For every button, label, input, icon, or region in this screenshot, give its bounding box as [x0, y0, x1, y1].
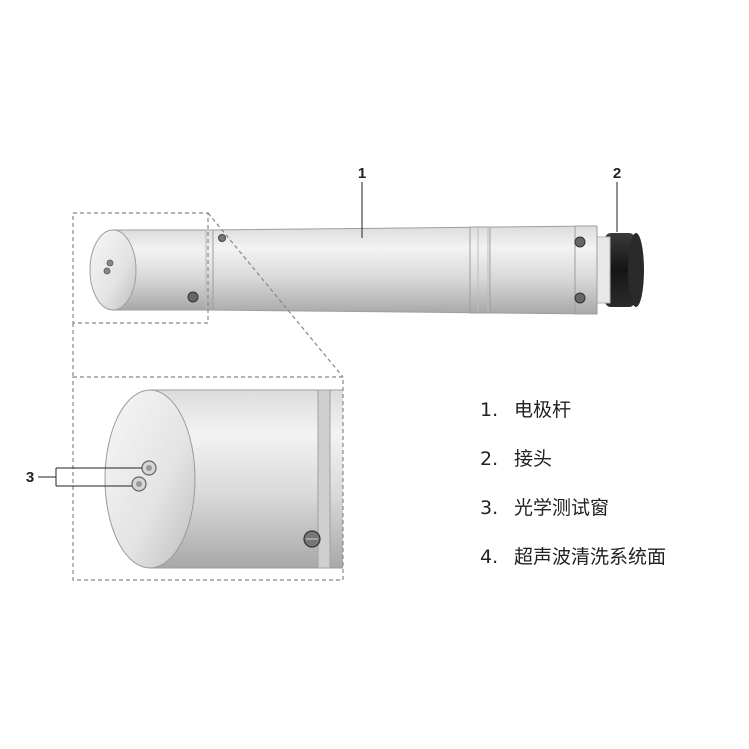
callout-3-label: 3	[26, 469, 34, 486]
legend-item: 2. 接头	[480, 445, 740, 494]
probe-body	[89, 225, 644, 315]
callout-2: 2	[613, 165, 621, 232]
legend-item-text: 电极杆	[514, 399, 572, 421]
legend-item: 4. 超声波清洗系统面	[480, 543, 740, 592]
detail-region-outline	[72, 212, 209, 324]
zoom-guide-line-right	[207, 212, 344, 378]
legend-item: 3. 光学测试窗	[480, 494, 740, 543]
legend-item-text: 接头	[514, 448, 553, 470]
zoom-detail-outline	[72, 376, 344, 581]
callout-2-label: 2	[613, 165, 621, 182]
legend-item-number: 4.	[480, 546, 499, 568]
legend-item: 1. 电极杆	[480, 396, 740, 445]
legend-item-text: 光学测试窗	[514, 497, 610, 519]
callout-1: 1	[358, 165, 366, 238]
legend-item-number: 3.	[480, 497, 499, 519]
callout-3: 3	[26, 467, 142, 487]
connector	[591, 233, 644, 307]
callout-1-label: 1	[358, 165, 366, 182]
legend-item-number: 2.	[480, 448, 499, 470]
legend-item-text: 超声波清洗系统面	[514, 546, 667, 568]
legend: 1. 电极杆 2. 接头 3. 光学测试窗 4. 超声波清洗系统面	[480, 396, 740, 592]
legend-item-number: 1.	[480, 399, 499, 421]
zoom-detail	[104, 389, 343, 569]
